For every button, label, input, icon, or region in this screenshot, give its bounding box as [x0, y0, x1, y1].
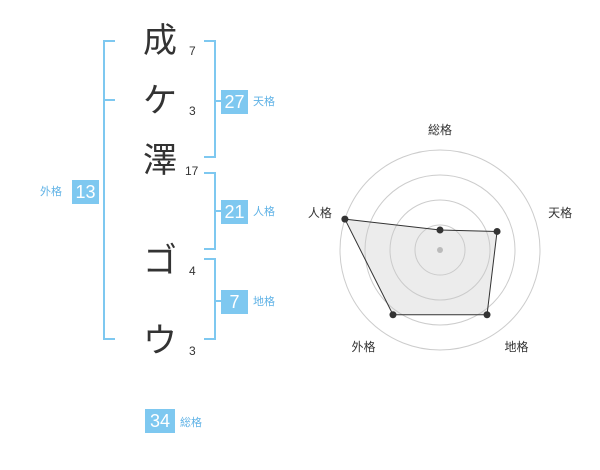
- stroke-count-1: 7: [189, 44, 196, 58]
- gaikaku-label: 外格: [40, 185, 62, 198]
- radar-axis-label-5: 人格: [308, 205, 332, 220]
- radar-point-5: [341, 215, 349, 223]
- chikaku-bracket-vertical: [214, 258, 216, 340]
- gaikaku-bracket-vertical: [103, 40, 105, 340]
- soukaku-label: 総格: [180, 416, 202, 429]
- radar-ring-1: [414, 224, 466, 276]
- name-char-1: 成: [143, 21, 177, 61]
- tenkaku-connector: [214, 100, 222, 102]
- jinkaku-bracket-top: [204, 172, 216, 174]
- radar-point-1: [436, 226, 444, 234]
- jinkaku-connector: [214, 210, 222, 212]
- jinkaku-bracket-bottom: [204, 248, 216, 250]
- radar-point-4: [389, 311, 397, 319]
- radar-point-3: [483, 311, 491, 319]
- gaikaku-badge: 13: [72, 180, 99, 204]
- chikaku-bracket-top: [204, 258, 216, 260]
- name-char-2: ケ: [143, 81, 177, 121]
- stroke-count-4: 4: [189, 264, 196, 278]
- radar-ring-2: [389, 199, 491, 301]
- gaikaku-bracket-top: [103, 40, 115, 42]
- stroke-count-5: 3: [189, 344, 196, 358]
- tenkaku-bracket-bottom: [204, 156, 216, 158]
- tenkaku-badge: 27: [221, 90, 248, 114]
- radar-axis-label-2: 天格: [548, 205, 572, 220]
- stroke-count-2: 3: [189, 104, 196, 118]
- chikaku-bracket-bottom: [204, 338, 216, 340]
- radar-axis-label-3: 地格: [505, 339, 529, 354]
- name-char-3: 澤: [143, 141, 177, 181]
- jinkaku-label: 人格: [253, 205, 275, 218]
- radar-center-dot: [437, 247, 443, 253]
- radar-ring-3: [364, 174, 516, 326]
- chikaku-connector: [214, 300, 222, 302]
- jinkaku-badge: 21: [221, 200, 248, 224]
- chikaku-badge: 7: [221, 290, 248, 314]
- radar-point-2: [493, 227, 501, 235]
- stroke-count-3: 17: [185, 164, 199, 178]
- name-char-4: ゴ: [143, 241, 177, 281]
- radar-data-area: [344, 218, 498, 316]
- radar-axis-label-1: 総格: [428, 122, 452, 137]
- gaikaku-bracket-bottom: [103, 338, 115, 340]
- gaikaku-bracket-mid: [103, 99, 115, 101]
- tenkaku-bracket-vertical: [214, 40, 216, 158]
- tenkaku-label: 天格: [253, 95, 275, 108]
- tenkaku-bracket-top: [204, 40, 216, 42]
- name-char-5: ウ: [143, 321, 177, 361]
- soukaku-badge: 34: [145, 409, 175, 433]
- chikaku-label: 地格: [253, 295, 275, 308]
- radar-axis-label-4: 外格: [351, 339, 375, 354]
